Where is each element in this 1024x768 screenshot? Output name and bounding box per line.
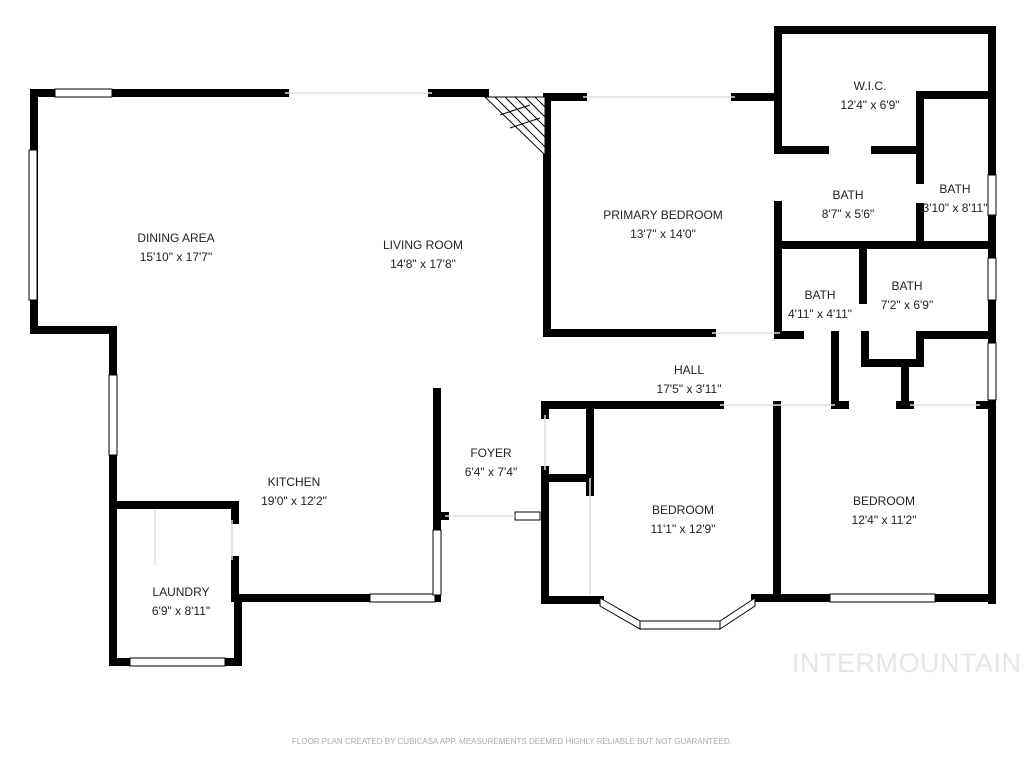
windows xyxy=(28,88,997,667)
room-label-bath-2: BATH 3'10" x 8'11" xyxy=(923,180,988,218)
stairs xyxy=(483,96,546,157)
bay-window-left xyxy=(599,597,641,630)
room-name: BATH xyxy=(939,182,971,196)
room-label-laundry: LAUNDRY 6'9" x 8'11" xyxy=(152,583,210,621)
room-label-hall: HALL 17'5" x 3'11" xyxy=(657,361,722,399)
room-name: BEDROOM xyxy=(651,503,715,517)
room-label-bedroom-1: BEDROOM 11'1" x 12'9" xyxy=(651,501,716,539)
room-label-kitchen: KITCHEN 19'0" x 12'2" xyxy=(261,473,327,511)
room-size: 19'0" x 12'2" xyxy=(261,494,327,508)
room-size: 13'7" x 14'0" xyxy=(630,227,696,241)
room-size: 8'7" x 5'6" xyxy=(821,207,875,221)
room-size: 3'10" x 8'11" xyxy=(922,201,988,215)
room-name: W.I.C. xyxy=(853,79,887,93)
room-label-bath-4: BATH 7'2" x 6'9" xyxy=(881,277,933,315)
room-label-wic: W.I.C. 12'4" x 6'9" xyxy=(840,77,899,115)
room-name: FOYER xyxy=(470,446,512,460)
room-size: 11'1" x 12'9" xyxy=(650,522,716,536)
room-label-bath-1: BATH 8'7" x 5'6" xyxy=(822,186,874,224)
room-size: 14'8" x 17'8" xyxy=(390,257,456,271)
room-name: BATH xyxy=(832,188,864,202)
room-name: HALL xyxy=(673,363,705,377)
watermark-logo: INTERMOUNTAIN xyxy=(792,648,1022,678)
bay-window-center xyxy=(639,620,721,630)
room-label-bedroom-2: BEDROOM 12'4" x 11'2" xyxy=(852,492,917,530)
room-size: 6'4" x 7'4" xyxy=(464,465,518,479)
room-name: LIVING ROOM xyxy=(382,238,464,252)
room-name: BATH xyxy=(891,279,923,293)
room-size: 12'4" x 6'9" xyxy=(840,98,900,112)
room-size: 12'4" x 11'2" xyxy=(851,513,917,527)
room-size: 6'9" x 8'11" xyxy=(151,604,211,618)
room-name: BEDROOM xyxy=(852,494,916,508)
room-name: DINING AREA xyxy=(137,231,215,245)
room-size: 7'2" x 6'9" xyxy=(880,298,934,312)
openings xyxy=(154,92,980,595)
room-name: PRIMARY BEDROOM xyxy=(603,208,723,222)
footer-disclaimer: FLOOR PLAN CREATED BY CUBICASA APP. MEAS… xyxy=(292,737,732,746)
room-label-foyer: FOYER 6'4" x 7'4" xyxy=(465,444,517,482)
room-name: KITCHEN xyxy=(267,475,321,489)
room-label-dining-area: DINING AREA 15'10" x 17'7" xyxy=(137,229,214,267)
room-label-primary-bedroom: PRIMARY BEDROOM 13'7" x 14'0" xyxy=(603,206,723,244)
room-name: LAUNDRY xyxy=(152,585,210,599)
room-size: 17'5" x 3'11" xyxy=(656,382,722,396)
walls xyxy=(30,26,996,666)
room-label-living-room: LIVING ROOM 14'8" x 17'8" xyxy=(383,236,463,274)
room-size: 4'11" x 4'11" xyxy=(787,307,853,321)
room-size: 15'10" x 17'7" xyxy=(139,250,213,264)
bay-window-right xyxy=(719,597,756,630)
room-name: BATH xyxy=(804,288,836,302)
room-label-bath-3: BATH 4'11" x 4'11" xyxy=(788,286,852,324)
